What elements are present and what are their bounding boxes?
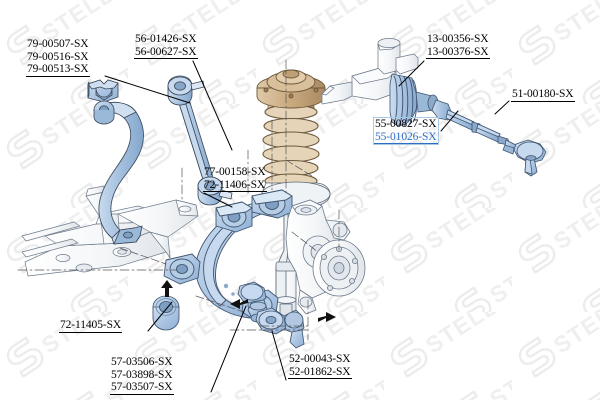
part-number: 79-00507-SX xyxy=(27,38,89,50)
part-number: 57-03506-SX xyxy=(111,356,173,368)
label-stabilizer-bushing[interactable]: 79-00507-SX 79-00516-SX 79-00513-SX xyxy=(26,38,90,77)
label-tie-rod-end[interactable]: 51-00180-SX xyxy=(511,88,575,102)
part-number: 72-11406-SX xyxy=(203,178,267,193)
label-lower-ball-joint[interactable]: 57-03506-SX 57-03898-SX 57-03507-SX xyxy=(110,356,174,395)
part-number: 13-00376-SX xyxy=(426,45,490,60)
label-steering-rack-boot[interactable]: 13-00356-SX 13-00376-SX xyxy=(426,33,490,60)
label-control-arm-bushing[interactable]: 77-00158-SX 72-11406-SX xyxy=(203,166,267,193)
part-number-highlighted: 55-01026-SX xyxy=(374,130,438,145)
label-rear-arm-bushing[interactable]: 72-11405-SX xyxy=(59,319,123,333)
part-number: 72-11405-SX xyxy=(59,319,123,333)
part-number: 56-00627-SX xyxy=(134,45,198,60)
label-stabilizer-link[interactable]: 56-01426-SX 56-00627-SX xyxy=(134,33,198,60)
part-number: 55-00827-SX xyxy=(375,118,437,130)
part-number: 79-00513-SX xyxy=(26,63,90,77)
label-ball-joint-assembly[interactable]: 52-00043-SX 52-01862-SX xyxy=(288,353,352,380)
part-number: 57-03507-SX xyxy=(110,381,174,395)
part-number: 79-00516-SX xyxy=(27,50,89,63)
part-number: 52-01862-SX xyxy=(288,365,352,380)
part-number: 57-03898-SX xyxy=(111,368,173,381)
part-number: 77-00158-SX xyxy=(204,166,266,178)
part-number: 52-00043-SX xyxy=(289,353,351,365)
part-number: 56-01426-SX xyxy=(135,33,197,45)
part-number: 13-00356-SX xyxy=(427,33,489,45)
part-number: 51-00180-SX xyxy=(511,88,575,102)
label-inner-tie-rod[interactable]: 55-00827-SX 55-01026-SX xyxy=(373,116,439,146)
